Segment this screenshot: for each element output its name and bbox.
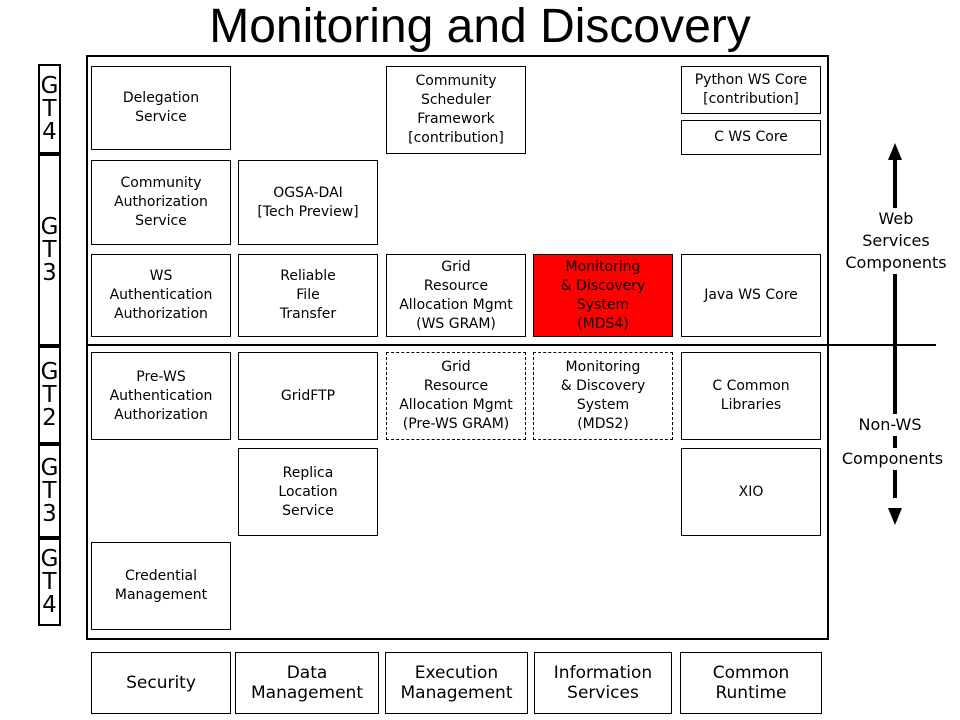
c-common-libraries-box: C Common Libraries: [681, 352, 821, 440]
components-label: Components: [830, 448, 955, 470]
category-data-management: Data Management: [235, 652, 379, 714]
ogsa-dai-box: OGSA-DAI [Tech Preview]: [238, 160, 378, 245]
web-services-components-label: Web Services Components: [832, 208, 960, 274]
arrow-up-head: [888, 143, 902, 160]
credential-management-box: Credential Management: [91, 542, 231, 630]
category-security: Security: [91, 652, 231, 714]
community-scheduler-framework-box: Community Scheduler Framework [contribut…: [386, 66, 526, 154]
non-ws-label: Non-WS: [840, 414, 940, 436]
category-common-runtime: Common Runtime: [680, 652, 822, 714]
arrow-down-head: [888, 508, 902, 525]
delegation-service-box: Delegation Service: [91, 66, 231, 150]
c-ws-core-box: C WS Core: [681, 120, 821, 155]
category-information-services: Information Services: [534, 652, 672, 714]
page-title: Monitoring and Discovery: [209, 0, 751, 53]
python-ws-core-box: Python WS Core [contribution]: [681, 66, 821, 114]
arrow-shaft: [893, 158, 897, 498]
ws-divider-line: [86, 344, 936, 346]
mds4-box-highlighted: Monitoring & Discovery System (MDS4): [533, 254, 673, 337]
mds2-box: Monitoring & Discovery System (MDS2): [533, 352, 673, 440]
pre-ws-gram-box: Grid Resource Allocation Mgmt (Pre-WS GR…: [386, 352, 526, 440]
diagram-frame: [86, 55, 829, 640]
ws-authentication-authorization-box: WS Authentication Authorization: [91, 254, 231, 337]
community-authorization-service-box: Community Authorization Service: [91, 160, 231, 245]
vertical-double-arrow: [888, 143, 902, 525]
ws-gram-box: Grid Resource Allocation Mgmt (WS GRAM): [386, 254, 526, 337]
reliable-file-transfer-box: Reliable File Transfer: [238, 254, 378, 337]
category-execution-management: Execution Management: [385, 652, 528, 714]
gridftp-box: GridFTP: [238, 352, 378, 440]
pre-ws-authentication-authorization-box: Pre-WS Authentication Authorization: [91, 352, 231, 440]
java-ws-core-box: Java WS Core: [681, 254, 821, 337]
replica-location-service-box: Replica Location Service: [238, 448, 378, 536]
xio-box: XIO: [681, 448, 821, 536]
